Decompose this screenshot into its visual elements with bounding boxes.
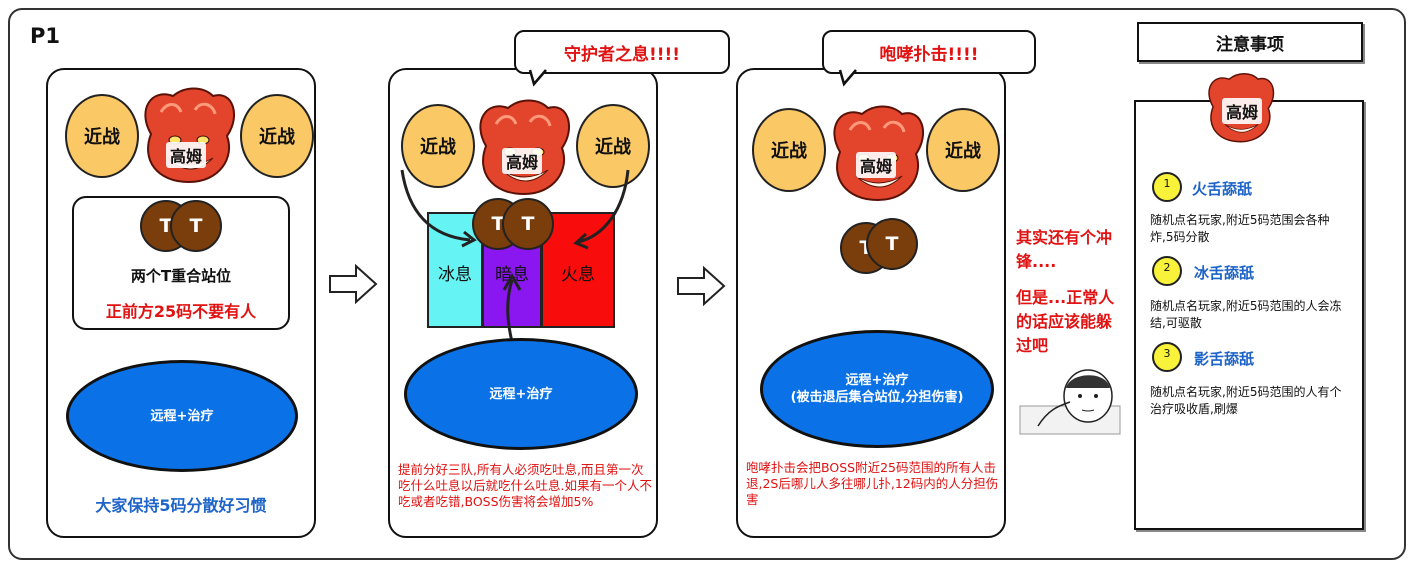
skill-3-name: 影舌舔舐 (1194, 350, 1255, 368)
tank-2: T (170, 200, 222, 252)
melee-move-arrows (400, 169, 630, 351)
melee-right: 近战 (576, 104, 650, 188)
fire-breath-zone: 火息 (541, 212, 615, 328)
boss-gorm-icon (144, 87, 236, 184)
boss-name-label: 高姆 (1222, 98, 1263, 124)
skill-2-badge: 2 (1152, 256, 1182, 286)
skill-1-name: 火舌舔舐 (1192, 180, 1253, 198)
ranged-stack-note: (被击退后集合站位,分担伤害) (790, 390, 964, 405)
melee-left: 近战 (401, 104, 475, 188)
melee-left: 近战 (65, 94, 139, 178)
skill-1-desc: 随机点名玩家,附近5码范围会各种炸,5码分散 (1150, 213, 1330, 244)
melee-right: 近战 (926, 108, 1000, 192)
callout-roaring-leap: 咆哮扑击!!!! (822, 30, 1036, 74)
tank-stack-note: 两个T重合站位 (130, 267, 232, 285)
skill-3-desc: 随机点名玩家,附近5码范围的人有个治疗吸收盾,刷爆 (1150, 385, 1342, 416)
phase-label: P1 (30, 24, 61, 48)
ranged-healer-zone: 远程+治疗 (404, 338, 638, 450)
front-warning: 正前方25码不要有人 (105, 302, 257, 321)
tank-2: T (866, 218, 918, 270)
skill-1-badge: 1 (1152, 172, 1182, 202)
ranged-healer-zone: 远程+治疗 (66, 360, 298, 472)
leap-instructions: 咆哮扑击会把BOSS附近25码范围的所有人击退,2S后哪儿人多往哪儿扑,12码内… (746, 460, 999, 507)
notes-title: 注意事项 (1137, 22, 1363, 62)
next-arrow-1 (329, 263, 378, 305)
skill-2-name: 冰舌舔舐 (1194, 264, 1255, 282)
callout-tail (528, 69, 547, 87)
thinking-face-icon (1019, 369, 1121, 435)
melee-left: 近战 (752, 108, 826, 192)
breath-instructions: 提前分好三队,所有人必须吃吐息,而且第一次吃什么吐息以后就吃什么吐息.如果有一个… (398, 462, 652, 509)
boss-name-label: 高姆 (166, 142, 207, 168)
callout-guardian-breath: 守护者之息!!!! (514, 30, 730, 74)
boss-name-label: 高姆 (856, 152, 897, 178)
tank-2: T (502, 198, 554, 250)
callout-tail (838, 69, 857, 87)
boss-name-label: 高姆 (502, 148, 543, 174)
melee-right: 近战 (240, 94, 314, 178)
ranged-healer-zone: 远程+治疗 (被击退后集合站位,分担伤害) (760, 330, 994, 448)
spread-note: 大家保持5码分散好习惯 (95, 496, 267, 515)
next-arrow-2 (677, 265, 726, 307)
skill-3-badge: 3 (1152, 342, 1182, 372)
notes-panel (1134, 100, 1364, 530)
skill-2-desc: 随机点名玩家,附近5码范围的人会冻结,可驱散 (1150, 299, 1342, 330)
ranged-label: 远程+治疗 (845, 373, 909, 388)
charge-note-1: 其实还有个冲锋.... (1016, 228, 1113, 271)
charge-note-2: 但是...正常人的话应该能躲过吧 (1016, 288, 1115, 355)
